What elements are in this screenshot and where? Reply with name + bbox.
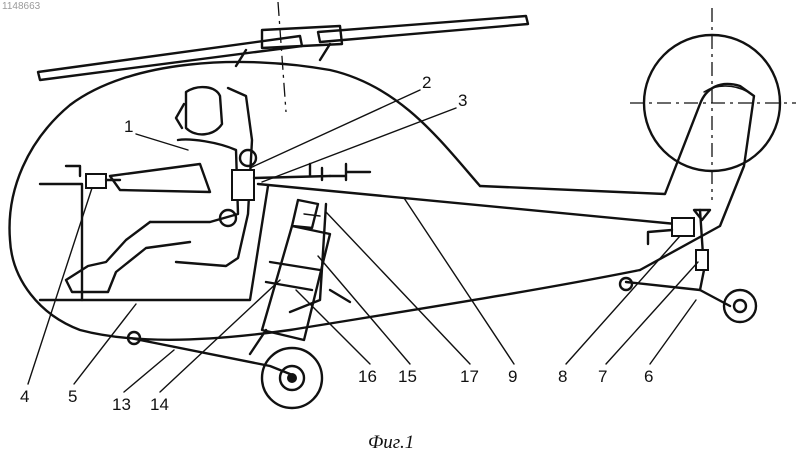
leader-5 [74,304,136,384]
control-linkage [232,164,694,244]
main-landing-gear [128,200,330,408]
callout-4: 4 [20,387,29,406]
leader-1 [136,134,188,150]
control-cable [258,184,676,224]
cable-segment [254,176,330,178]
battery-symbol [310,164,370,180]
callout-7: 7 [598,367,607,386]
tail-gear-pivot [620,278,632,290]
main-gear-arm [130,338,290,374]
leader-2 [250,90,420,168]
stick-sensor-block [86,174,106,188]
callout-16: 16 [358,367,377,386]
tail-strut-mount [694,210,710,220]
document-id-stamp: 1148663 [2,1,41,12]
seat-pivot-upper [240,150,256,166]
tail-rotor [630,8,796,200]
tail-wheel-hub [734,300,746,312]
leader-7 [606,262,698,364]
rotor-blade-right [318,16,528,42]
leader-15 [318,256,410,364]
leader-9 [404,198,514,364]
bulkhead-brace [330,290,350,302]
pilot-helmet [186,87,222,134]
callout-15: 15 [398,367,417,386]
main-rotor [38,2,528,112]
tail-actuator-bracket [648,230,672,244]
callout-numbers: 1 2 3 4 5 6 7 8 9 13 14 15 16 17 [20,73,653,414]
tail-actuator [672,218,694,236]
callout-14: 14 [150,395,169,414]
pilot-seat-assembly [66,87,256,292]
oleo-mount-bolt [304,214,320,216]
callout-6: 6 [644,367,653,386]
stick-grip [66,166,80,176]
main-wheel-axle [287,373,297,383]
pilot-face [176,104,184,128]
fuselage-outline [10,62,640,340]
leader-6 [650,300,696,364]
tail-gear-arm [626,282,730,306]
control-unit [232,170,254,200]
pilot-arm [110,164,210,192]
tail-shock-absorber [696,250,708,270]
callout-5: 5 [68,387,77,406]
callout-13: 13 [112,395,131,414]
pilot-leg [66,222,190,292]
tail-boom [480,84,754,270]
figure-caption: Фиг.1 [368,432,414,453]
callout-9: 9 [508,367,517,386]
callout-3: 3 [458,91,467,110]
callout-17: 17 [460,367,479,386]
callout-1: 1 [124,117,133,136]
callout-8: 8 [558,367,567,386]
callout-2: 2 [422,73,431,92]
rotor-axis [278,2,286,112]
